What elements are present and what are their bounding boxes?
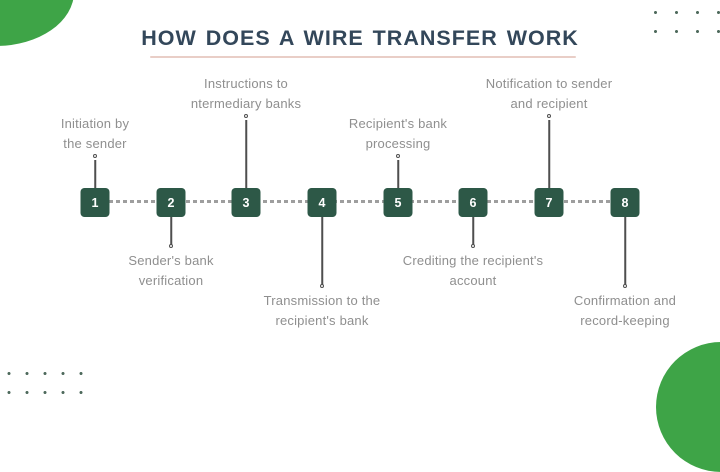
step-connector-dot — [244, 114, 248, 118]
dots-grid-bottom-left — [0, 364, 90, 402]
step-connector-dot — [320, 284, 324, 288]
step-connector-dot — [547, 114, 551, 118]
step-connector-line — [245, 120, 247, 188]
step-number: 3 — [242, 195, 250, 210]
dots-grid-top-right — [645, 3, 720, 43]
step-node: 4 — [307, 188, 337, 217]
step-node: 2 — [156, 188, 186, 217]
corner-blob-bottom-right — [656, 342, 720, 472]
timeline-dashed-line — [95, 200, 625, 203]
step-node: 7 — [534, 188, 564, 217]
page-title: HOW DOES A WIRE TRANSFER WORK — [141, 26, 579, 50]
step-number: 6 — [469, 195, 477, 210]
step-connector-line — [397, 160, 399, 188]
step-number: 8 — [621, 195, 629, 210]
step-node: 1 — [80, 188, 110, 217]
step-number: 2 — [167, 195, 175, 210]
step-node: 6 — [458, 188, 488, 217]
step-connector-line — [548, 120, 550, 188]
step-node: 3 — [231, 188, 261, 217]
step-connector-line — [321, 217, 323, 285]
step-connector-dot — [396, 154, 400, 158]
step-connector-line — [624, 217, 626, 285]
step-node: 8 — [610, 188, 640, 217]
step-connector-line — [472, 217, 474, 245]
step-connector-line — [94, 160, 96, 188]
step-connector-dot — [93, 154, 97, 158]
step-connector-line — [170, 217, 172, 245]
step-node: 5 — [383, 188, 413, 217]
step-number: 5 — [394, 195, 402, 210]
step-connector-dot — [169, 244, 173, 248]
step-number: 4 — [318, 195, 326, 210]
title-underline — [150, 56, 576, 58]
step-connector-dot — [471, 244, 475, 248]
step-number: 1 — [91, 195, 99, 210]
step-number: 7 — [545, 195, 553, 210]
step-connector-dot — [623, 284, 627, 288]
